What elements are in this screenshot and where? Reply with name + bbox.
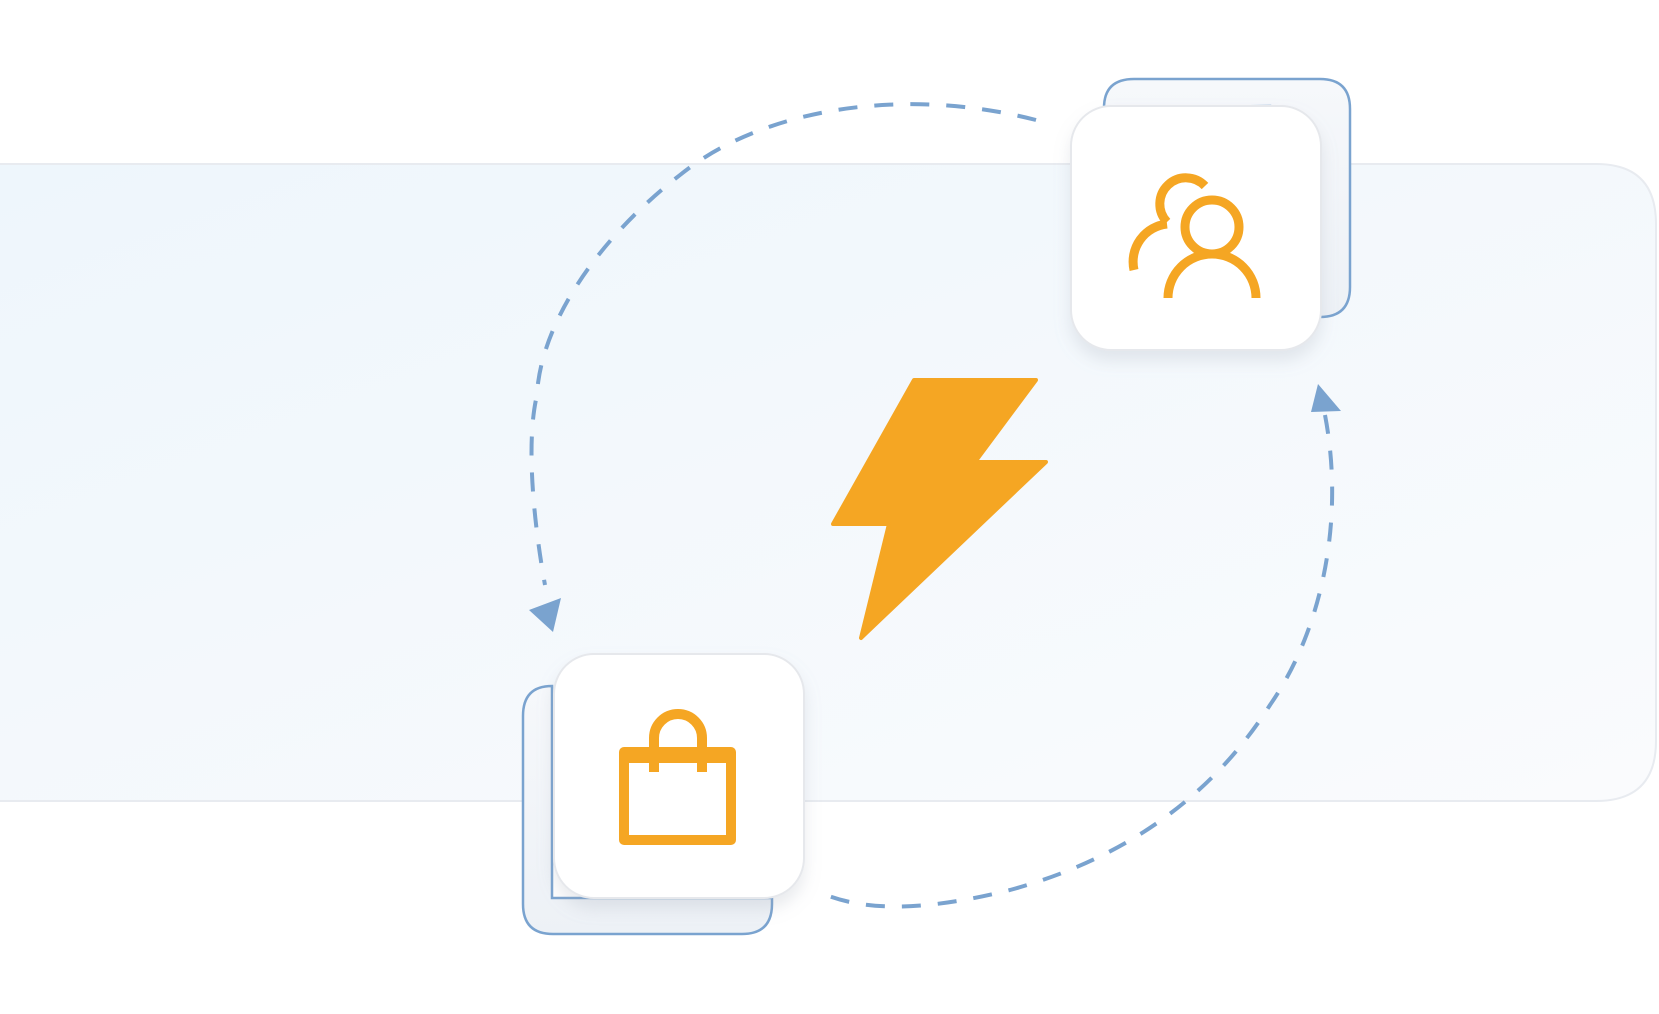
shopping-card (521, 653, 805, 936)
shopping-card-back (521, 684, 774, 936)
lightning-bolt-icon (831, 378, 1048, 640)
connector-arc-left (529, 102, 1037, 586)
users-card (1070, 77, 1352, 351)
background-band (0, 163, 1657, 802)
users-icon (1128, 173, 1261, 299)
shopping-bag-icon (619, 709, 736, 845)
connector-arc-right (825, 414, 1335, 909)
arrowhead-up (1311, 384, 1341, 412)
shopping-card-face (553, 653, 805, 899)
arrowhead-down (529, 598, 561, 632)
users-card-face (1070, 105, 1322, 351)
